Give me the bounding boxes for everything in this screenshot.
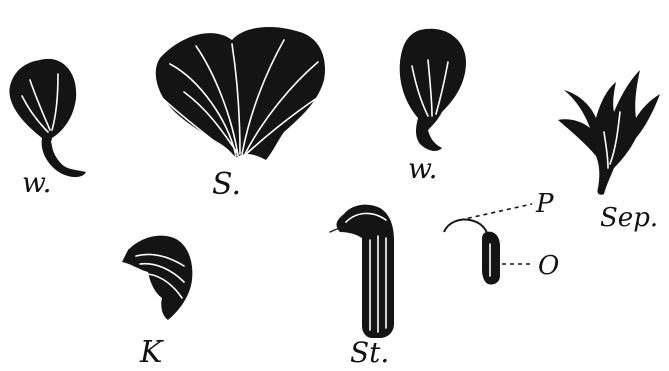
stamen-column xyxy=(330,205,394,338)
label-sepals: Sep. xyxy=(600,203,658,233)
wing-petal-right xyxy=(400,29,466,151)
label-keel: K xyxy=(139,335,164,370)
keel-petal xyxy=(122,236,192,320)
label-wing-left: w. xyxy=(22,166,52,199)
label-standard: S. xyxy=(212,167,241,202)
standard-petal xyxy=(156,27,325,160)
pistil xyxy=(444,204,534,285)
label-ovary: O xyxy=(538,251,559,281)
label-pistil: P xyxy=(535,189,554,219)
wing-petal-left xyxy=(9,59,86,177)
sepals xyxy=(558,70,660,195)
label-stamens: St. xyxy=(350,336,389,369)
label-wing-right: w. xyxy=(408,152,438,185)
